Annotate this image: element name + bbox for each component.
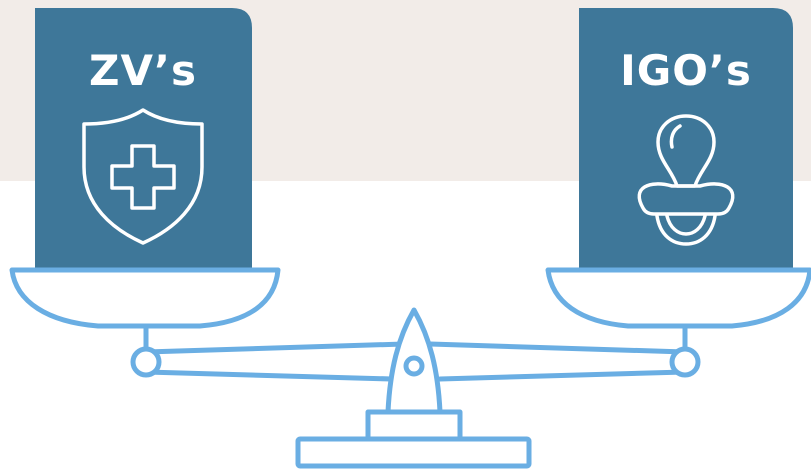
shield-cross-icon: [82, 108, 204, 245]
scale-base: [295, 436, 532, 469]
right-pivot: [669, 346, 701, 378]
balance-scale: [9, 267, 811, 469]
scale-beam: [143, 341, 688, 382]
right-card: IGO’s: [579, 8, 793, 272]
left-pan: [9, 267, 281, 329]
pacifier-icon: [637, 114, 735, 246]
right-card-body: [579, 8, 793, 272]
left-pivot: [130, 346, 162, 378]
left-card-body: [35, 8, 252, 272]
left-card-label: ZV’s: [89, 46, 197, 95]
scale-foot: [365, 409, 463, 442]
right-pan: [545, 267, 811, 329]
right-card-label: IGO’s: [620, 46, 752, 95]
left-card: ZV’s: [35, 8, 252, 272]
center-pivot: [403, 355, 425, 377]
